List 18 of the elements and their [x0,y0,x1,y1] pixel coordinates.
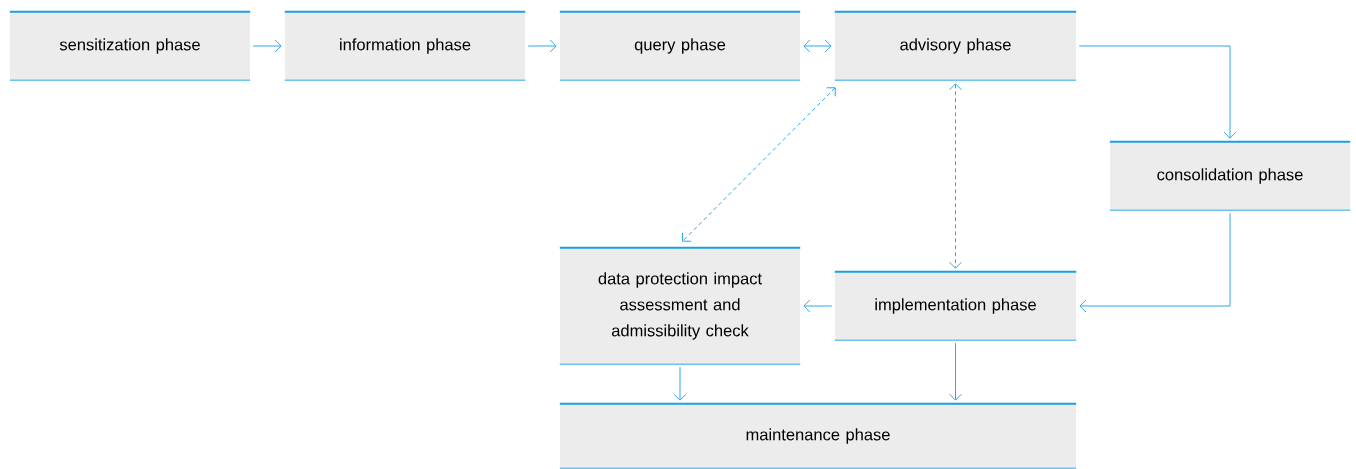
arrow [682,87,836,242]
phase-box: information phase [283,10,527,81]
arrow [949,83,962,269]
arrow [803,299,833,313]
phase-box: sensitization phase [8,10,252,81]
arrow [252,39,282,53]
arrow [673,366,687,401]
phase-box: query phase [558,10,802,81]
phase-box: data protection impact assessment and admissibility check [558,246,802,365]
arrow [1078,45,1237,139]
arrow [1079,212,1231,313]
arrow [527,39,557,53]
phase-box: maintenance phase [558,402,1078,469]
arrow [949,342,962,401]
phase-box: implementation phase [833,270,1078,341]
phase-box: advisory phase [833,10,1078,81]
arrow [803,39,832,53]
phase-box: consolidation phase [1108,140,1352,211]
